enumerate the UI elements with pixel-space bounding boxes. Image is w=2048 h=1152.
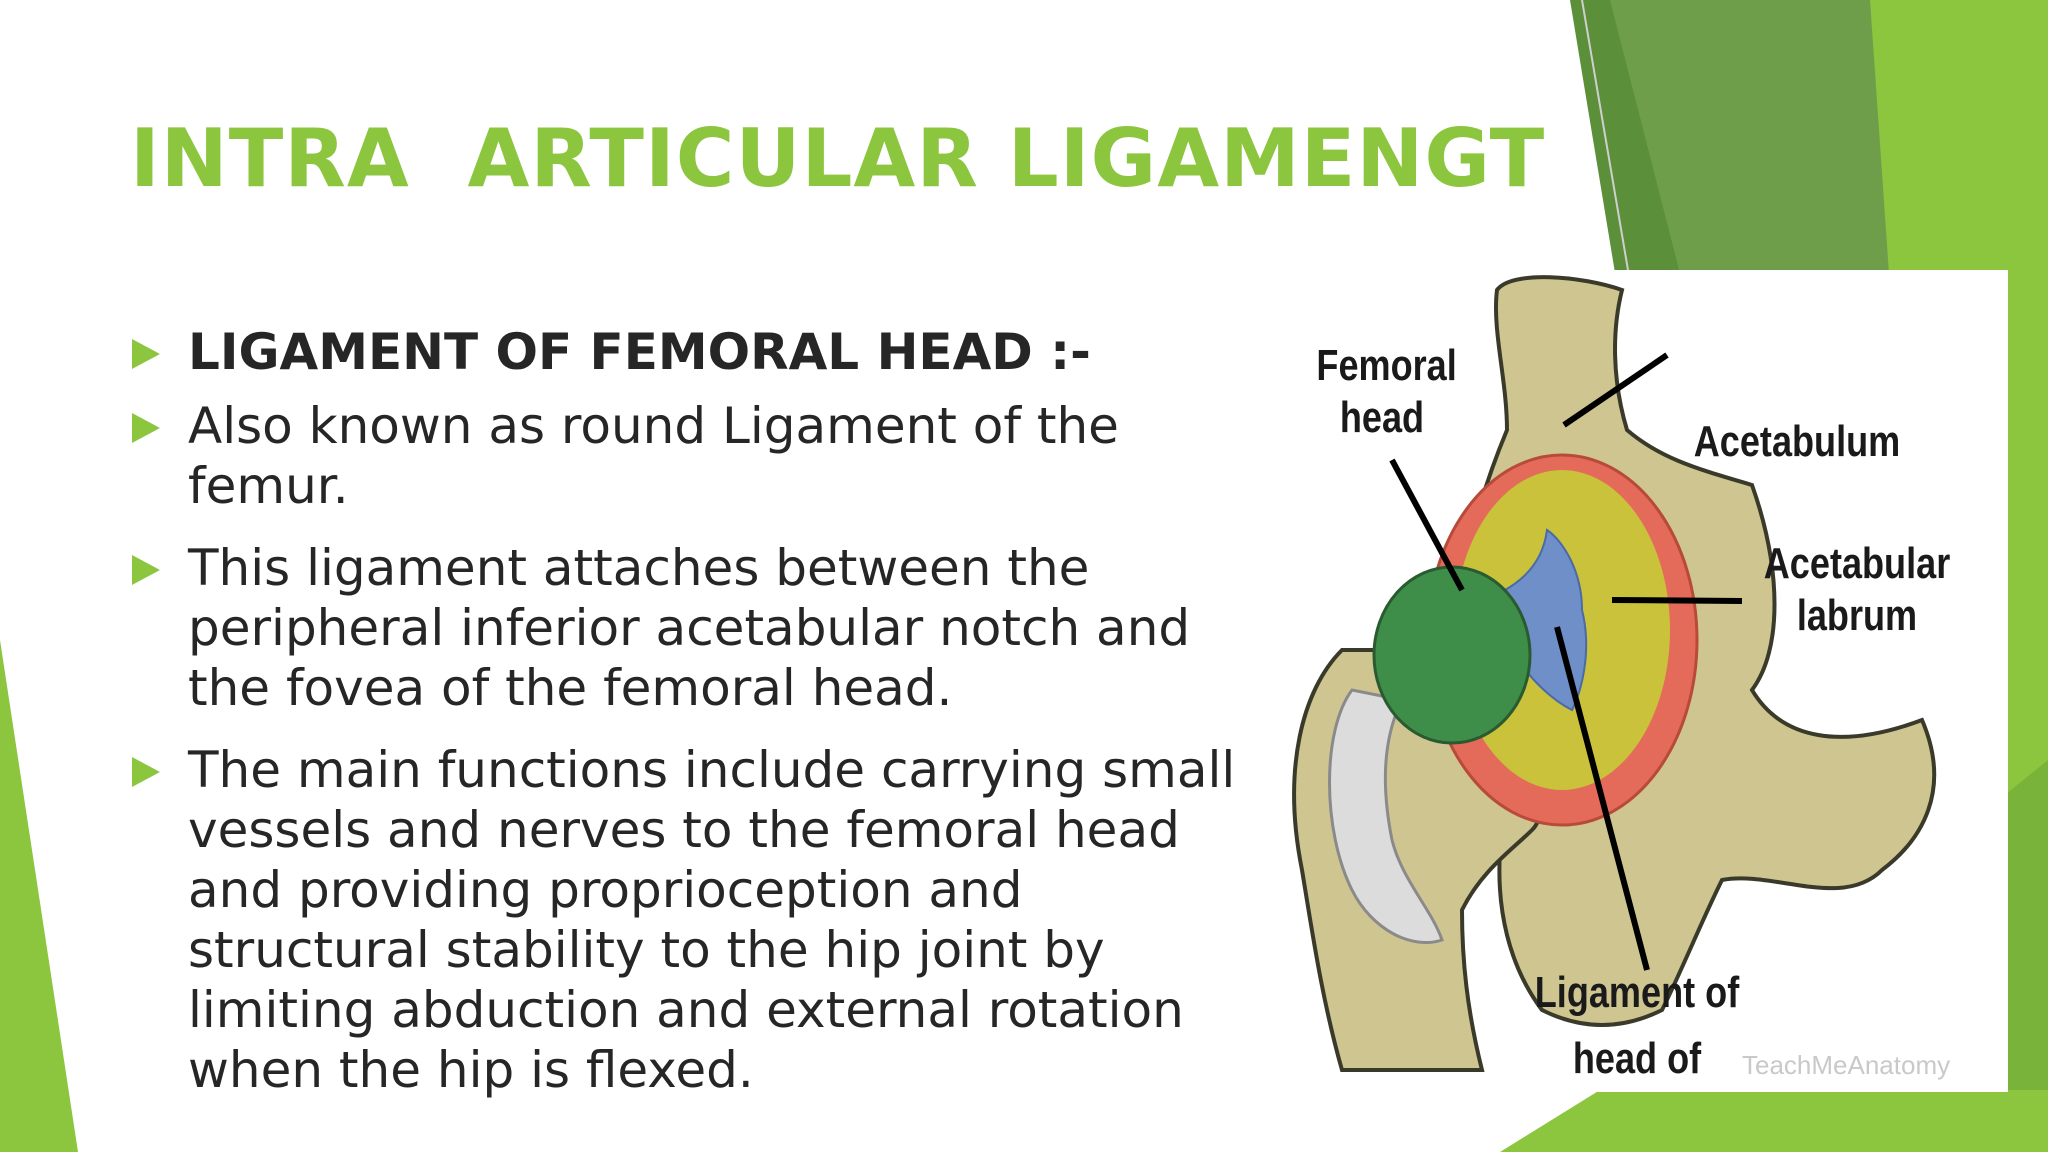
ligament-head-femur-leader [1554, 626, 1650, 971]
bullet-arrow-icon [132, 757, 160, 787]
femoral-head-shape [1372, 565, 1532, 745]
bullet-arrow-icon [132, 555, 160, 585]
bullet-item: The main functions include carrying smal… [132, 740, 1252, 1100]
bullet-item: Also known as round Ligament of the femu… [132, 396, 1252, 516]
acetabulum-leader [1562, 352, 1669, 428]
bullet-arrow-icon [132, 339, 160, 369]
bullet-heading: LIGAMENT OF FEMORAL HEAD :- [132, 322, 1252, 382]
deco-bottom-band [1500, 1090, 2048, 1152]
bullet-item: This ligament attaches between the perip… [132, 538, 1252, 718]
bullet-text: Also known as round Ligament of the femu… [188, 397, 1119, 515]
label-acetabulum: Acetabulum [1693, 417, 1901, 466]
greater-trochanter-cartilage [1328, 688, 1444, 945]
hip-joint-illustration: Femoral head Acetabulum Acetabular labru… [1282, 270, 2008, 1092]
label-femoral-head: Femoral head [1316, 341, 1457, 442]
label-ligament-head-femur: Ligament of head of femur [1534, 968, 1740, 1083]
slide-title: INTRA ARTICULAR LIGAMENGT [130, 112, 1546, 205]
bullet-text: LIGAMENT OF FEMORAL HEAD :- [188, 323, 1091, 381]
bullet-text: This ligament attaches between the perip… [188, 539, 1191, 717]
femoral-head-leader [1389, 458, 1465, 592]
bullet-list: LIGAMENT OF FEMORAL HEAD :- Also known a… [132, 322, 1252, 1122]
bullet-text: The main functions include carrying smal… [188, 741, 1236, 1099]
acetabular-labrum-leader [1611, 597, 1743, 604]
watermark-text: TeachMeAnatomy [1742, 1050, 1951, 1080]
deco-left-sliver [0, 640, 78, 1152]
label-acetabular-labrum: Acetabular labrum [1763, 539, 1951, 640]
bullet-arrow-icon [132, 413, 160, 443]
deco-thin-line [1581, 0, 1629, 271]
hip-joint-drawing [1292, 275, 1937, 1072]
